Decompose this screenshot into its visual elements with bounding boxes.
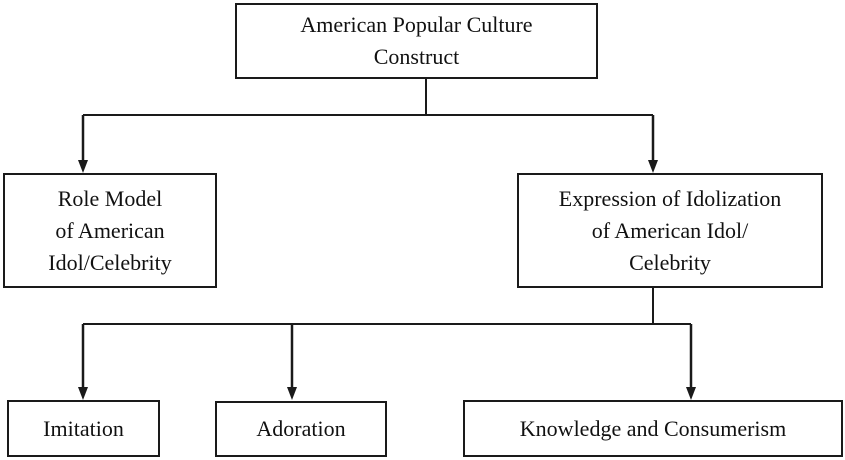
node-imitation: Imitation [7,400,160,457]
arrowhead-expression-icon [648,160,658,173]
node-role-model: Role Model of American Idol/Celebrity [3,173,217,288]
arrowhead-role-model-icon [78,160,88,173]
node-expression: Expression of Idolization of American Id… [517,173,823,288]
node-root: American Popular Culture Construct [235,3,598,79]
node-expression-line-2: of American Idol/ [591,217,749,243]
node-knowledge-label: Knowledge and Consumerism [519,415,787,441]
arrowhead-knowledge-icon [686,387,696,400]
node-adoration: Adoration [215,401,387,457]
node-role-model-line-2: of American [55,217,165,243]
arrowhead-adoration-icon [287,387,297,400]
arrowhead-imitation-icon [78,387,88,400]
node-imitation-label: Imitation [43,415,124,441]
node-root-line-1: American Popular Culture [300,12,533,37]
node-adoration-label: Adoration [256,416,346,441]
node-role-model-line-1: Role Model [57,185,163,211]
node-knowledge: Knowledge and Consumerism [463,400,843,457]
node-root-line-2: Construct [373,44,460,69]
node-expression-line-1: Expression of Idolization [558,185,782,211]
node-role-model-line-3: Idol/Celebrity [48,249,172,275]
node-expression-line-3: Celebrity [629,249,711,275]
